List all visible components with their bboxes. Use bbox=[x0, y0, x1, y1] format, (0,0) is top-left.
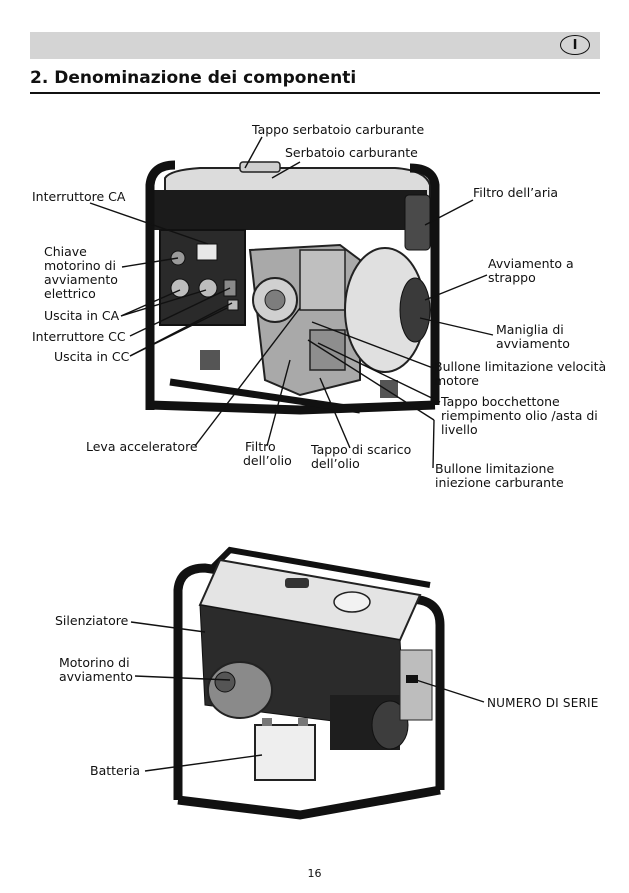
label-chiave-3: avviamento bbox=[44, 272, 118, 287]
label-maniglia-2: avviamento bbox=[496, 336, 570, 351]
language-badge: I bbox=[560, 35, 590, 55]
generator-rear-figure bbox=[0, 530, 629, 830]
header-bar: I bbox=[30, 32, 600, 59]
label-serbatoio: Serbatoio carburante bbox=[285, 145, 418, 160]
label-maniglia-1: Maniglia di bbox=[496, 322, 564, 337]
label-interruttore-ca: Interruttore CA bbox=[32, 189, 126, 204]
generator-front-figure bbox=[89, 136, 494, 469]
label-filtro-olio-1: Filtro bbox=[245, 439, 276, 454]
label-tappo-scarico-1: Tappo di scarico bbox=[311, 442, 412, 457]
label-filtro-olio-2: dell’olio bbox=[243, 453, 292, 468]
label-bullone-velocita-2: motore bbox=[434, 373, 479, 388]
label-filtro-aria: Filtro dell’aria bbox=[473, 185, 559, 200]
label-tappo-olio-2: riempimento olio /asta di bbox=[441, 408, 598, 423]
label-leva-acceleratore: Leva acceleratore bbox=[86, 439, 198, 454]
label-avviamento-strappo-2: strappo bbox=[488, 270, 536, 285]
label-tappo-scarico-2: dell’olio bbox=[311, 456, 360, 471]
label-chiave-4: elettrico bbox=[44, 286, 96, 301]
section-title: 2. Denominazione dei componenti bbox=[30, 68, 357, 88]
generator-rear-illustration bbox=[130, 546, 485, 820]
label-batteria: Batteria bbox=[90, 763, 140, 778]
label-numero-serie: NUMERO DI SERIE bbox=[487, 696, 599, 710]
label-motorino-1: Motorino di bbox=[59, 655, 130, 670]
label-bullone-iniezione-2: iniezione carburante bbox=[435, 475, 564, 490]
label-silenziatore: Silenziatore bbox=[55, 613, 129, 628]
label-motorino-2: avviamento bbox=[59, 669, 133, 684]
label-uscita-ca: Uscita in CA bbox=[44, 308, 120, 323]
label-chiave-1: Chiave bbox=[44, 244, 87, 259]
page-number: 16 bbox=[307, 867, 322, 880]
label-tappo-olio-3: livello bbox=[441, 422, 478, 437]
label-bullone-velocita-1: Bullone limitazione velocità bbox=[434, 359, 607, 374]
label-avviamento-strappo-1: Avviamento a bbox=[488, 256, 574, 271]
generator-front-illustration bbox=[89, 136, 494, 469]
title-rule bbox=[30, 92, 600, 94]
label-bullone-iniezione-1: Bullone limitazione bbox=[435, 461, 555, 476]
label-chiave-2: motorino di bbox=[44, 258, 116, 273]
label-tappo-serbatoio: Tappo serbatoio carburante bbox=[252, 122, 425, 137]
label-interruttore-cc: Interruttore CC bbox=[32, 329, 126, 344]
label-tappo-olio-1: Tappo bocchettone bbox=[441, 394, 560, 409]
label-uscita-cc: Uscita in CC bbox=[54, 349, 130, 364]
